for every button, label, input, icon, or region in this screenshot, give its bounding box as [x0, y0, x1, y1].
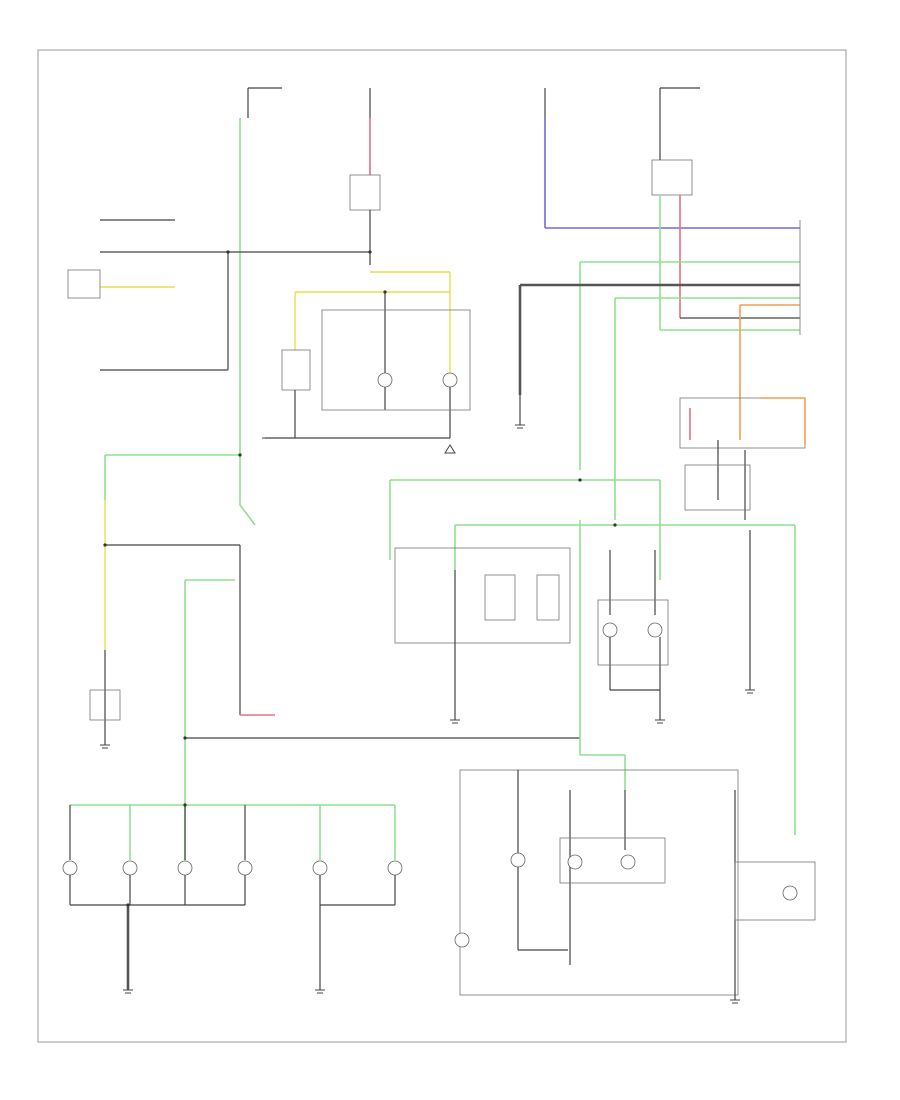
- center-module: [394, 547, 571, 644]
- diagram-frame: [37, 49, 847, 1043]
- control-unit-right: [679, 397, 806, 690]
- lamp-group-top: [265, 271, 471, 439]
- center-green-loop: [389, 479, 796, 835]
- relay-box-right: [651, 159, 693, 196]
- ground-symbols: [100, 424, 755, 1004]
- lamp-module-bottom-right: [454, 769, 816, 1000]
- left-switch-chain: [89, 500, 275, 745]
- junction-dots: [103, 250, 617, 907]
- switch-box: [349, 174, 381, 211]
- lamp-row-bottom-left: [62, 804, 403, 990]
- lamp-pair-right: [597, 550, 669, 720]
- green-bus-left: [184, 520, 626, 870]
- fuse-feeds: [247, 87, 700, 118]
- green-wire-left: [104, 118, 256, 526]
- blue-wire: [544, 118, 800, 229]
- connector-stack: [518, 220, 801, 520]
- module-box-left: [67, 269, 101, 299]
